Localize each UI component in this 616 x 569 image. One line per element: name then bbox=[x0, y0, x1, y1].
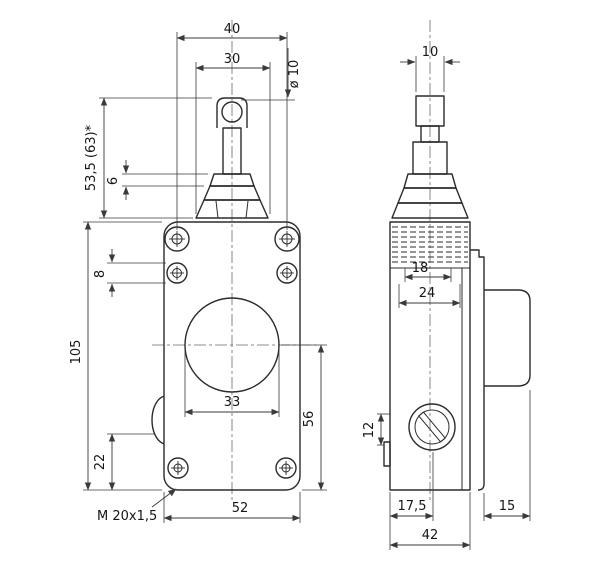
plunger-head bbox=[216, 97, 248, 128]
rear-cover-plate bbox=[470, 249, 485, 491]
dim-block-depth-label: 15 bbox=[499, 499, 516, 514]
dim-tab-height-label: 12 bbox=[362, 422, 377, 439]
dim-screw-offset-label: 17,5 bbox=[398, 499, 427, 514]
dim-plunger-dia-label: ø 10 bbox=[287, 60, 302, 89]
dim-seg6-label: 6 bbox=[106, 177, 121, 185]
dim-thread-outer-label: 24 bbox=[419, 286, 436, 301]
dim-lower-height-label: 56 bbox=[302, 411, 317, 428]
slotted-screw bbox=[408, 403, 456, 451]
thread-spec-label: M 20x1,5 bbox=[97, 509, 157, 524]
dim-body-height-label: 105 bbox=[69, 340, 84, 365]
bellows-collar bbox=[195, 173, 269, 219]
dim-body-width-label: 52 bbox=[232, 501, 249, 516]
thread-hatch-section bbox=[389, 221, 471, 269]
dim-thread-inner-label: 18 bbox=[412, 261, 429, 276]
side-bellows-collar bbox=[391, 173, 469, 219]
side-button-bump bbox=[151, 395, 165, 445]
front-view bbox=[151, 20, 318, 500]
dim-top-width-label: 40 bbox=[224, 22, 241, 37]
mounting-holes-top bbox=[164, 226, 300, 252]
dim-circle-dia-label: 33 bbox=[224, 395, 241, 410]
mounting-holes-second bbox=[166, 262, 298, 284]
switch-body bbox=[163, 221, 301, 491]
dim-plunger-width-label: 10 bbox=[422, 45, 439, 60]
side-left-tab bbox=[383, 441, 391, 467]
dim-seg8-label: 8 bbox=[93, 270, 108, 278]
plunger-roller bbox=[221, 101, 243, 123]
dim-plunger-height-label: 53,5 (63)* bbox=[84, 124, 99, 191]
front-dimensions: 40 30 ø 10 53,5 (63)* 6 8 105 22 bbox=[69, 22, 327, 524]
side-dimensions: 10 18 24 12 17,5 15 42 bbox=[362, 45, 531, 550]
rear-block bbox=[484, 289, 531, 387]
cover-screws bbox=[167, 457, 297, 479]
dim-bump-offset-label: 22 bbox=[93, 454, 108, 471]
dim-body-depth-label: 42 bbox=[422, 528, 439, 543]
dim-nut-width-label: 30 bbox=[224, 52, 241, 67]
actuator-opening bbox=[184, 297, 280, 393]
side-view bbox=[383, 20, 531, 500]
